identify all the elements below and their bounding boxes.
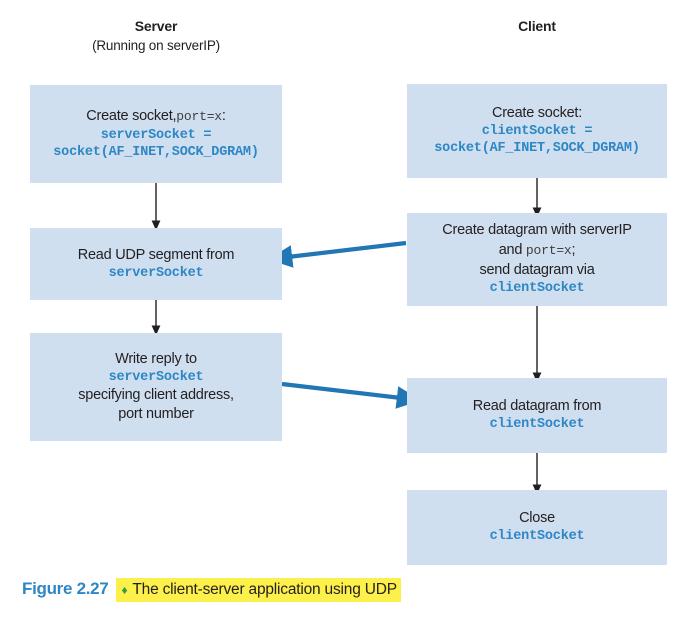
box-line: serverSocket [108,265,204,281]
box-line: serverSocket [108,369,204,385]
process-box-create-socket-server[interactable]: Create socket,port=x: serverSocket = soc… [30,85,282,183]
process-box-read-datagram[interactable]: Read datagram from clientSocket [407,378,667,453]
box-line: serverSocket = [100,127,212,143]
box-line: Write reply to [115,350,197,367]
box-line: port number [118,406,194,423]
diamond-icon: ♦ [121,583,128,597]
client-column-header: Client [407,18,667,34]
message-arrow-server-to-client [281,381,422,409]
box-line: Close [519,510,555,527]
box-line: and port=x; [498,242,576,259]
box-line: Create datagram with serverIP [442,222,632,239]
process-box-create-socket-client[interactable]: Create socket: clientSocket = socket(AF_… [407,84,667,178]
figure-caption: Figure 2.27 ♦ The client-server applicati… [22,578,401,602]
box-line: socket(AF_INET,SOCK_DGRAM) [53,145,259,161]
box-line: specifying client address, [78,387,234,404]
box-line: Read datagram from [472,398,602,415]
box-line: Create socket: [492,105,582,122]
figure-number: Figure 2.27 [22,579,109,598]
caption-body: The client-server application using UDP [132,581,397,598]
server-column-header: Server (Running on serverIP) [30,18,282,53]
message-arrow-client-to-server [267,240,407,268]
box-line: send datagram via [479,262,595,279]
server-column-title: Server [134,18,178,34]
process-box-read-udp-segment[interactable]: Read UDP segment from serverSocket [30,228,282,300]
server-column-subtitle: (Running on serverIP) [92,38,220,53]
process-box-create-datagram[interactable]: Create datagram with serverIP and port=x… [407,213,667,306]
box-line: Create socket,port=x: [86,108,226,125]
client-column-title: Client [518,18,556,34]
box-line: clientSocket [489,280,585,296]
process-box-close-socket[interactable]: Close clientSocket [407,490,667,565]
process-box-write-reply[interactable]: Write reply to serverSocket specifying c… [30,333,282,441]
box-line: Read UDP segment from [77,246,235,263]
box-line: clientSocket [489,529,585,545]
box-line: socket(AF_INET,SOCK_DGRAM) [434,141,640,157]
figure-caption-text: ♦ The client-server application using UDP [116,578,401,602]
box-line: clientSocket = [481,123,593,139]
box-line: clientSocket [489,417,585,433]
